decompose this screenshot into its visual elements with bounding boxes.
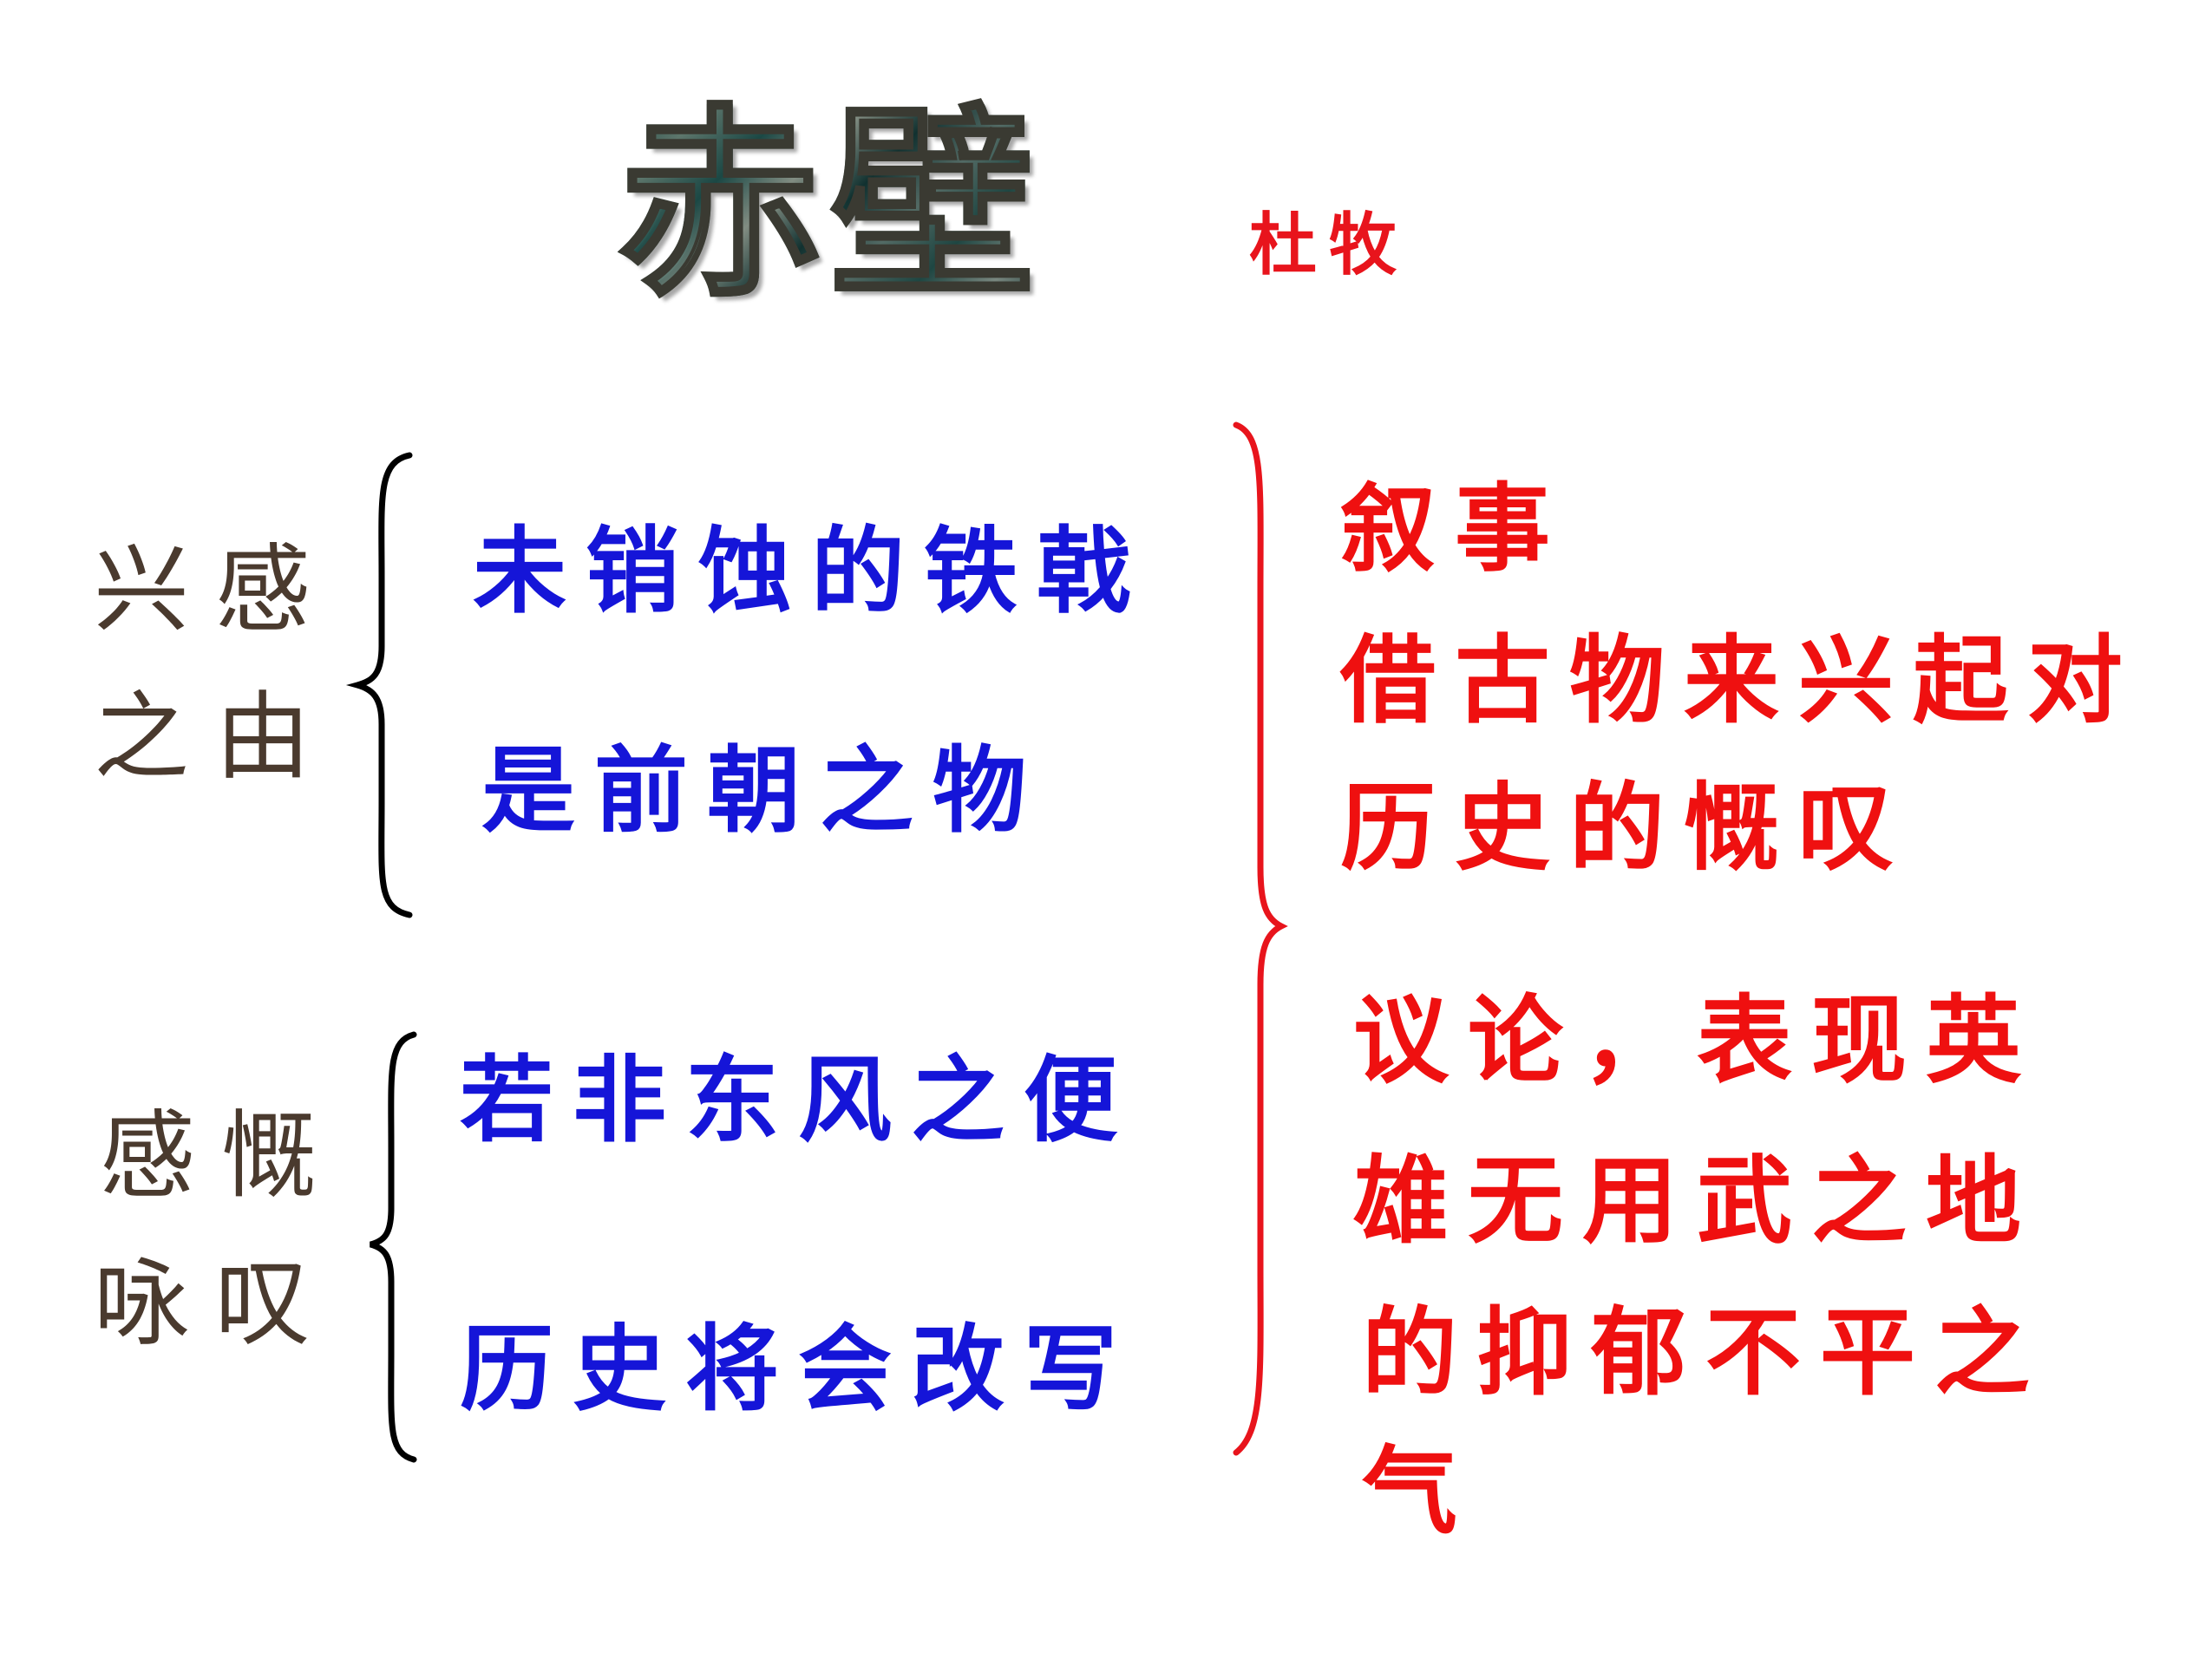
section-2-label-line-1: 感慨 (100, 1101, 343, 1212)
narration-line-3: 历史的慨叹 (1340, 772, 1913, 884)
right-brace (1233, 421, 1288, 1456)
argument-line-1: 议论，表现英 (1353, 984, 2040, 1096)
section-1-item-2: 是前朝之物 (481, 736, 1046, 846)
section-2-item-1: 若非东风之便 (460, 1046, 1137, 1155)
narration-line-2: 借古物来兴起对 (1340, 624, 2142, 736)
page-title: 赤壁 (616, 88, 1043, 324)
section-2-item-2: 历史将会改写 (460, 1315, 1137, 1424)
section-1-left-brace (345, 452, 413, 918)
section-2-left-brace (369, 1031, 417, 1463)
section-1-label-line-1: 兴感 (94, 534, 337, 645)
section-1-label-line-2: 之由 (94, 682, 337, 793)
argument-line-2: 雄无用武之地 (1353, 1145, 2040, 1257)
section-2-label-line-2: 咏叹 (94, 1248, 337, 1359)
argument-line-4: 气 (1362, 1435, 1476, 1547)
author-name: 杜牧 (1249, 206, 1410, 284)
section-1-item-1: 未销蚀的铁戟 (473, 517, 1150, 626)
argument-line-3: 的抑郁不平之 (1362, 1297, 2049, 1408)
narration-line-1: 叙事 (1340, 473, 1569, 585)
